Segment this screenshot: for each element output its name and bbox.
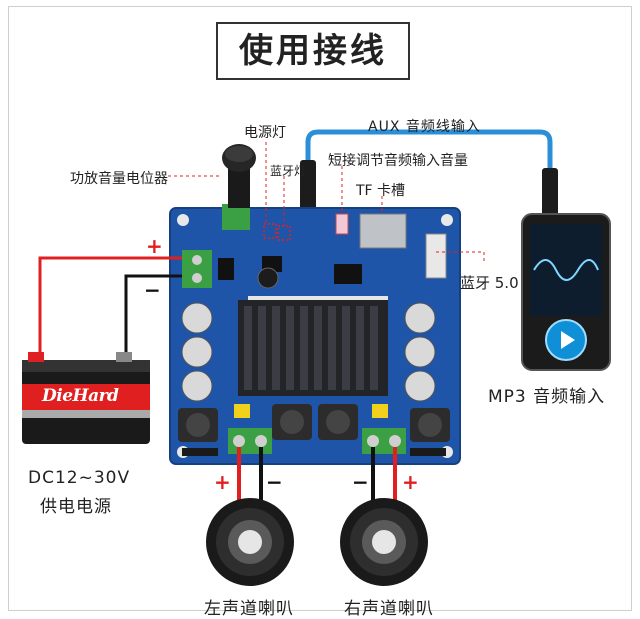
bluetooth-label: 蓝牙 5.0 [460,274,519,292]
pot-base [222,204,250,230]
mp3-input-label: MP3 音频输入 [488,387,606,407]
plus-sign-power: + [146,234,163,258]
dc-voltage-label: DC12~30V [28,468,131,488]
image-frame [8,6,632,611]
pointer-lines [168,142,485,262]
tf-card-slot [359,213,407,249]
page-title: 使用接线 [216,22,410,80]
left-speaker-label: 左声道喇叭 [204,599,294,619]
minus-sign-right: − [352,470,369,494]
minus-sign-power: − [144,278,161,302]
capacitors-right [404,302,436,402]
speaker-right [340,498,428,586]
aux-cable [305,129,553,200]
speaker-left [206,498,294,586]
power-supply-label: 供电电源 [40,497,112,517]
potentiometer-label: 功放音量电位器 [70,171,168,187]
trim-cap-right [372,404,388,418]
battery [22,352,150,444]
output-terminal-right [362,428,406,454]
right-speaker-label: 右声道喇叭 [344,599,434,619]
minus-sign-left: − [266,470,283,494]
plus-sign-left: + [214,470,231,494]
mp3-player [521,213,611,371]
power-led-box [263,223,277,239]
bluetooth-module [425,233,447,279]
capacitors-left [181,302,213,402]
volume-knob [222,144,256,208]
power-terminal [182,250,212,288]
output-terminal-left [228,428,272,454]
bt-light-label: 蓝牙灯 [270,164,307,178]
power-wires [38,256,182,362]
trim-cap-left [234,404,250,418]
amplifier-board [169,204,461,465]
heatsink [238,300,388,396]
tf-slot-label: TF 卡槽 [356,183,406,199]
dsp-chip [334,264,362,284]
plus-sign-right: + [402,470,419,494]
battery-brand: DieHard [42,386,119,406]
aux-input-label: AUX 音频线输入 [368,119,481,135]
power-light-label: 电源灯 [244,125,286,141]
inductors [178,404,450,442]
short-volume-label: 短接调节音频输入音量 [328,153,468,169]
